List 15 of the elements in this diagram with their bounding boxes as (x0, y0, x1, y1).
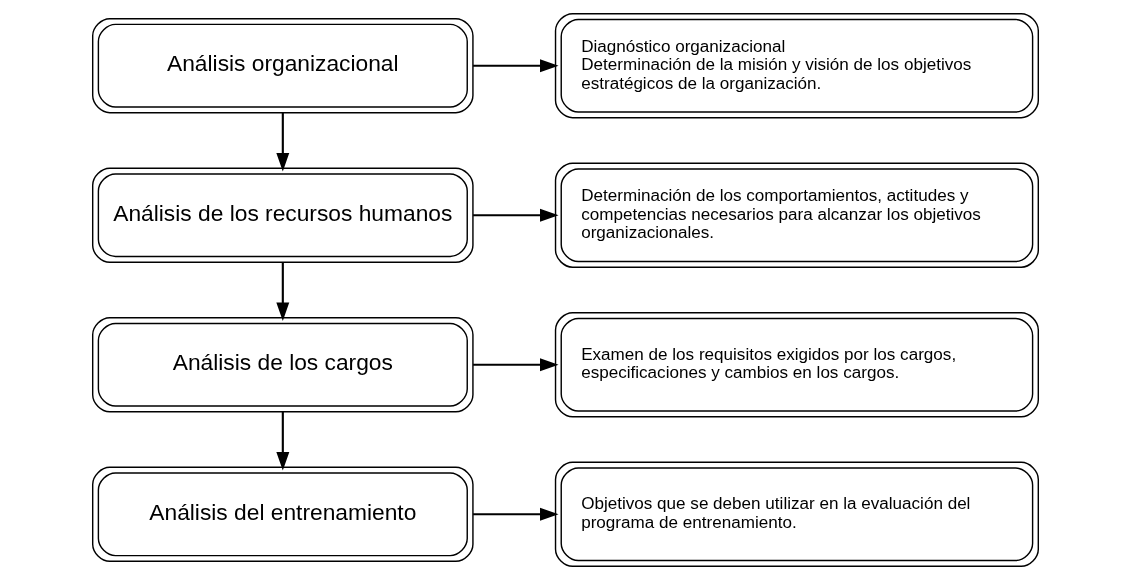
arrow (275, 262, 289, 321)
arrow (472, 208, 559, 222)
node-box: Diagnóstico organizacional Determinación de la misión y visión de los objetivos estratégicos de la organización. (554, 13, 1039, 119)
node-box: Análisis de los cargos (91, 317, 474, 413)
arrow (275, 411, 289, 471)
arrow (472, 358, 559, 372)
node-box: Análisis organizacional (91, 18, 474, 114)
node-box: Análisis de los recursos humanos (91, 167, 474, 263)
arrow (472, 59, 559, 73)
node-box: Determinación de los comportamientos, actitudes y competencias necesarios para alcanzar los objetivos organizacionales. (554, 162, 1039, 268)
arrow (275, 112, 289, 172)
arrow (472, 507, 559, 521)
node-box: Examen de los requisitos exigidos por los cargos, especificaciones y cambios en los cargos. (554, 312, 1039, 418)
node-box: Objetivos que se deben utilizar en la evaluación del programa de entrenamiento. (554, 461, 1039, 567)
node-box: Análisis del entrenamiento (91, 466, 474, 562)
